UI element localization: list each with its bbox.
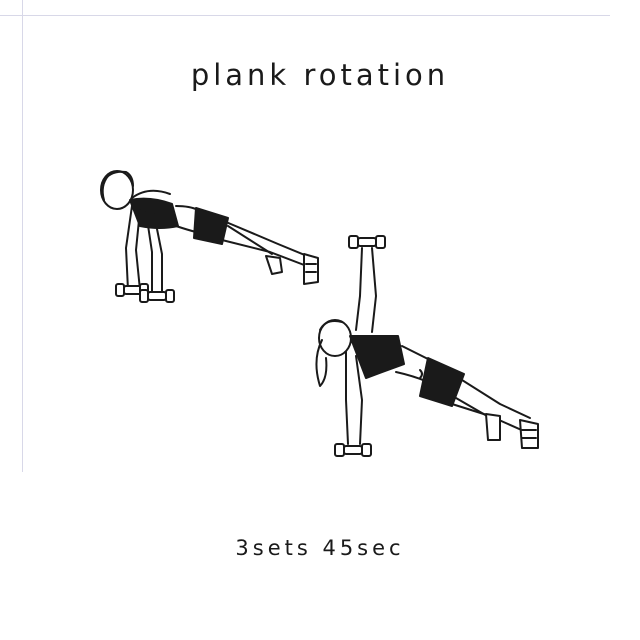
exercise-title: plank rotation <box>190 58 450 92</box>
side-plank-rotation-figure <box>315 235 539 457</box>
plank-figure <box>100 170 319 303</box>
exercise-details: 3sets 45sec <box>235 536 405 560</box>
left-divider <box>22 0 23 472</box>
top-divider <box>0 15 610 16</box>
